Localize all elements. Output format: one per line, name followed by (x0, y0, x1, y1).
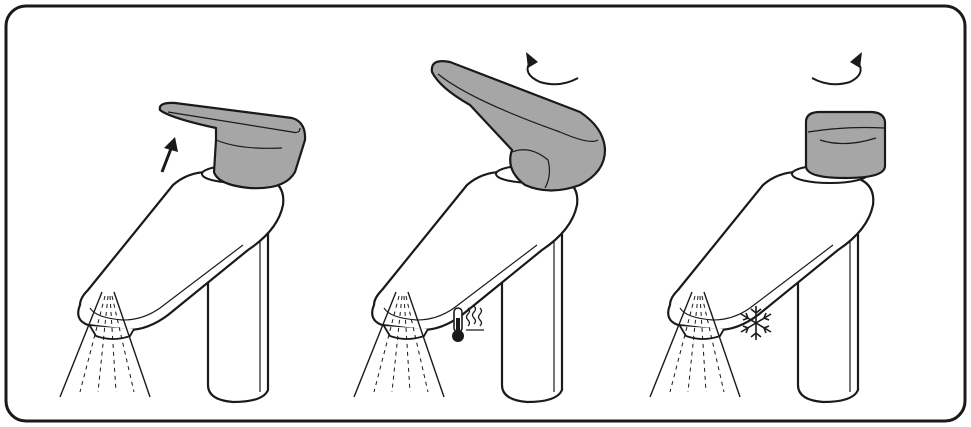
thermometer-hot-icon (452, 305, 484, 342)
panel-hot (353, 52, 607, 404)
rotate-right-icon (811, 52, 862, 86)
panel-cold (649, 52, 887, 404)
faucet-handle-forward (804, 110, 887, 180)
faucet-handle-rotated-left (430, 60, 607, 192)
rotate-left-icon (526, 52, 579, 86)
panel-lift-on (59, 101, 307, 404)
snowflake-icon (740, 306, 772, 340)
faucet-handle-lifted (158, 101, 307, 190)
arrow-up-icon (160, 137, 178, 173)
